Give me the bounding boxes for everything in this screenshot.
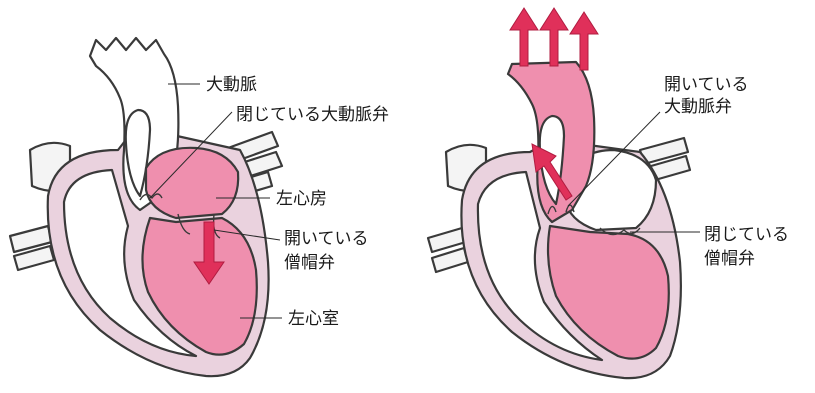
label-closed-mitral-valve-line1: 閉じている (704, 225, 789, 245)
left-atrium-left (146, 148, 238, 218)
label-open-aortic-valve-line2: 大動脈弁 (664, 97, 732, 117)
label-open-mitral-valve-line1: 開いている (284, 229, 369, 249)
label-aorta: 大動脈 (206, 75, 257, 95)
blood-flow-arrow-up-1 (510, 8, 538, 66)
heart-systole (428, 8, 690, 378)
label-open-mitral-valve-line2: 僧帽弁 (284, 253, 335, 273)
label-closed-aortic-valve: 閉じている大動脈弁 (236, 105, 389, 125)
label-left-atrium: 左心房 (276, 189, 327, 209)
blood-flow-arrow-up-2 (540, 8, 568, 66)
label-open-aortic-valve-line1: 開いている (664, 75, 749, 95)
label-left-ventricle: 左心室 (288, 309, 339, 329)
label-closed-mitral-valve-line2: 僧帽弁 (704, 249, 755, 269)
